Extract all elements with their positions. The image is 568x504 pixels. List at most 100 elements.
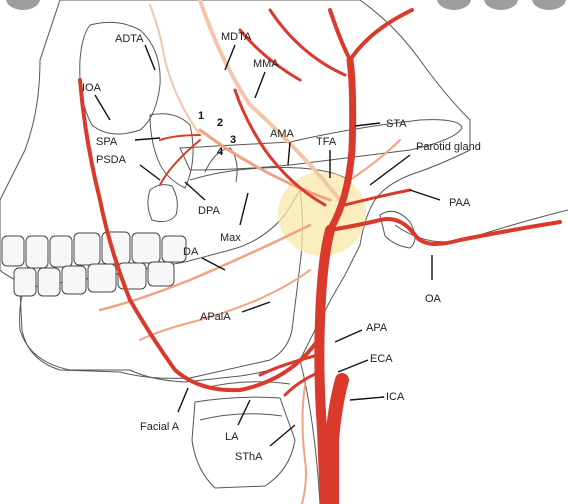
top-control-button-2[interactable] [437,0,471,10]
arrow-pointer [224,44,236,71]
top-control-button-4[interactable] [532,0,566,10]
mma-artery [238,28,302,82]
arrow-pointer [337,359,369,373]
thyroid-cartilage [191,396,296,489]
sta-frontal-branch [328,8,352,62]
labels: ADTA MDTA MMA IOA SPA PSDA 1 2 3 4 AMA T… [82,31,481,463]
label-eca: ECA [370,353,393,365]
nasal-cavity [149,113,194,189]
orbit [79,21,161,135]
neck-line [299,359,321,504]
tooth [25,235,49,269]
label-sta: STA [386,118,407,130]
mdta-artery [198,0,342,202]
tooth [87,263,117,293]
oa-artery [328,217,562,246]
arrow-pointer [409,189,441,201]
label-la: LA [225,431,239,443]
tooth [161,235,187,263]
label-spa: SPA [96,136,118,148]
mastoid [379,210,416,249]
tooth [73,232,101,266]
hyoid-bone [204,381,291,389]
facial-artery [78,78,320,393]
sthA-artery [283,370,322,397]
arrow-pointer [269,424,296,447]
sthA-pale [301,384,307,504]
label-apala: APalA [200,311,231,323]
psda-artery [159,139,201,186]
arrow-pointer [241,301,271,313]
pointer-arrows [94,44,441,447]
label-adta: ADTA [115,33,144,45]
arrow-pointer [184,181,206,201]
label-tfa: TFA [316,136,337,148]
label-parotid-gland: Parotid gland [416,141,481,153]
tooth [13,267,37,297]
arrow-pointer [287,141,291,166]
lingual-pale [139,269,311,341]
arrow-pointer [349,396,385,401]
adta-artery [149,4,201,136]
arrow-pointer [134,137,161,141]
label-num-3: 3 [230,134,236,146]
tooth [1,235,25,267]
red-arteries [78,8,562,504]
label-num-1: 1 [198,110,204,122]
maxillary-sinus [147,184,178,223]
lower-teeth [13,261,175,297]
arrow-pointer [139,164,161,181]
arrow-pointer [254,71,266,99]
label-mma: MMA [253,58,279,70]
label-apa: APA [366,322,388,334]
parotid-gland-outline [179,119,463,171]
tooth [49,235,73,268]
label-facial-a: Facial A [140,421,180,433]
label-max: Max [220,232,241,244]
label-ama: AMA [270,128,295,140]
tooth [147,261,175,287]
tooth [131,232,161,264]
thyroid-notch [199,413,283,421]
ica-artery [325,373,349,504]
label-oa: OA [425,293,442,305]
paa-artery [343,188,412,207]
arrow-pointer [144,44,156,71]
arrow-pointer [334,329,363,343]
maxillary-red [233,88,327,207]
zygomatic-arch [189,167,346,181]
spa-artery [159,134,201,141]
palatine-artery [98,223,312,312]
eca-artery [314,225,335,504]
coronoid-process [204,147,238,183]
label-mdta: MDTA [221,31,252,43]
label-psda: PSDA [96,154,127,166]
label-ioa: IOA [82,82,102,94]
label-stha: SThA [235,451,263,463]
label-da: DA [183,246,199,258]
max-pale [198,128,332,202]
label-ica: ICA [386,391,405,403]
tooth [37,267,61,297]
arrow-pointer [369,154,411,186]
arrow-pointer [177,387,189,413]
sta-pale [349,139,401,181]
top-control-button-1[interactable] [6,0,40,10]
sta-parietal-branch [348,8,414,62]
arrow-pointer [354,122,381,127]
label-num-2: 2 [217,117,223,129]
label-num-4: 4 [217,146,224,158]
tooth [61,265,87,295]
arrow-pointer [237,399,251,426]
label-dpa: DPA [198,205,220,217]
sta-artery [326,56,357,234]
sta-anterior-branch [268,8,347,77]
top-control-button-3[interactable] [484,0,518,10]
arrow-pointer [239,192,249,226]
arrow-pointer [201,257,226,271]
label-paa: PAA [449,197,471,209]
upper-teeth [1,231,187,269]
arrow-pointer [94,94,111,121]
lingual-artery [258,353,320,377]
